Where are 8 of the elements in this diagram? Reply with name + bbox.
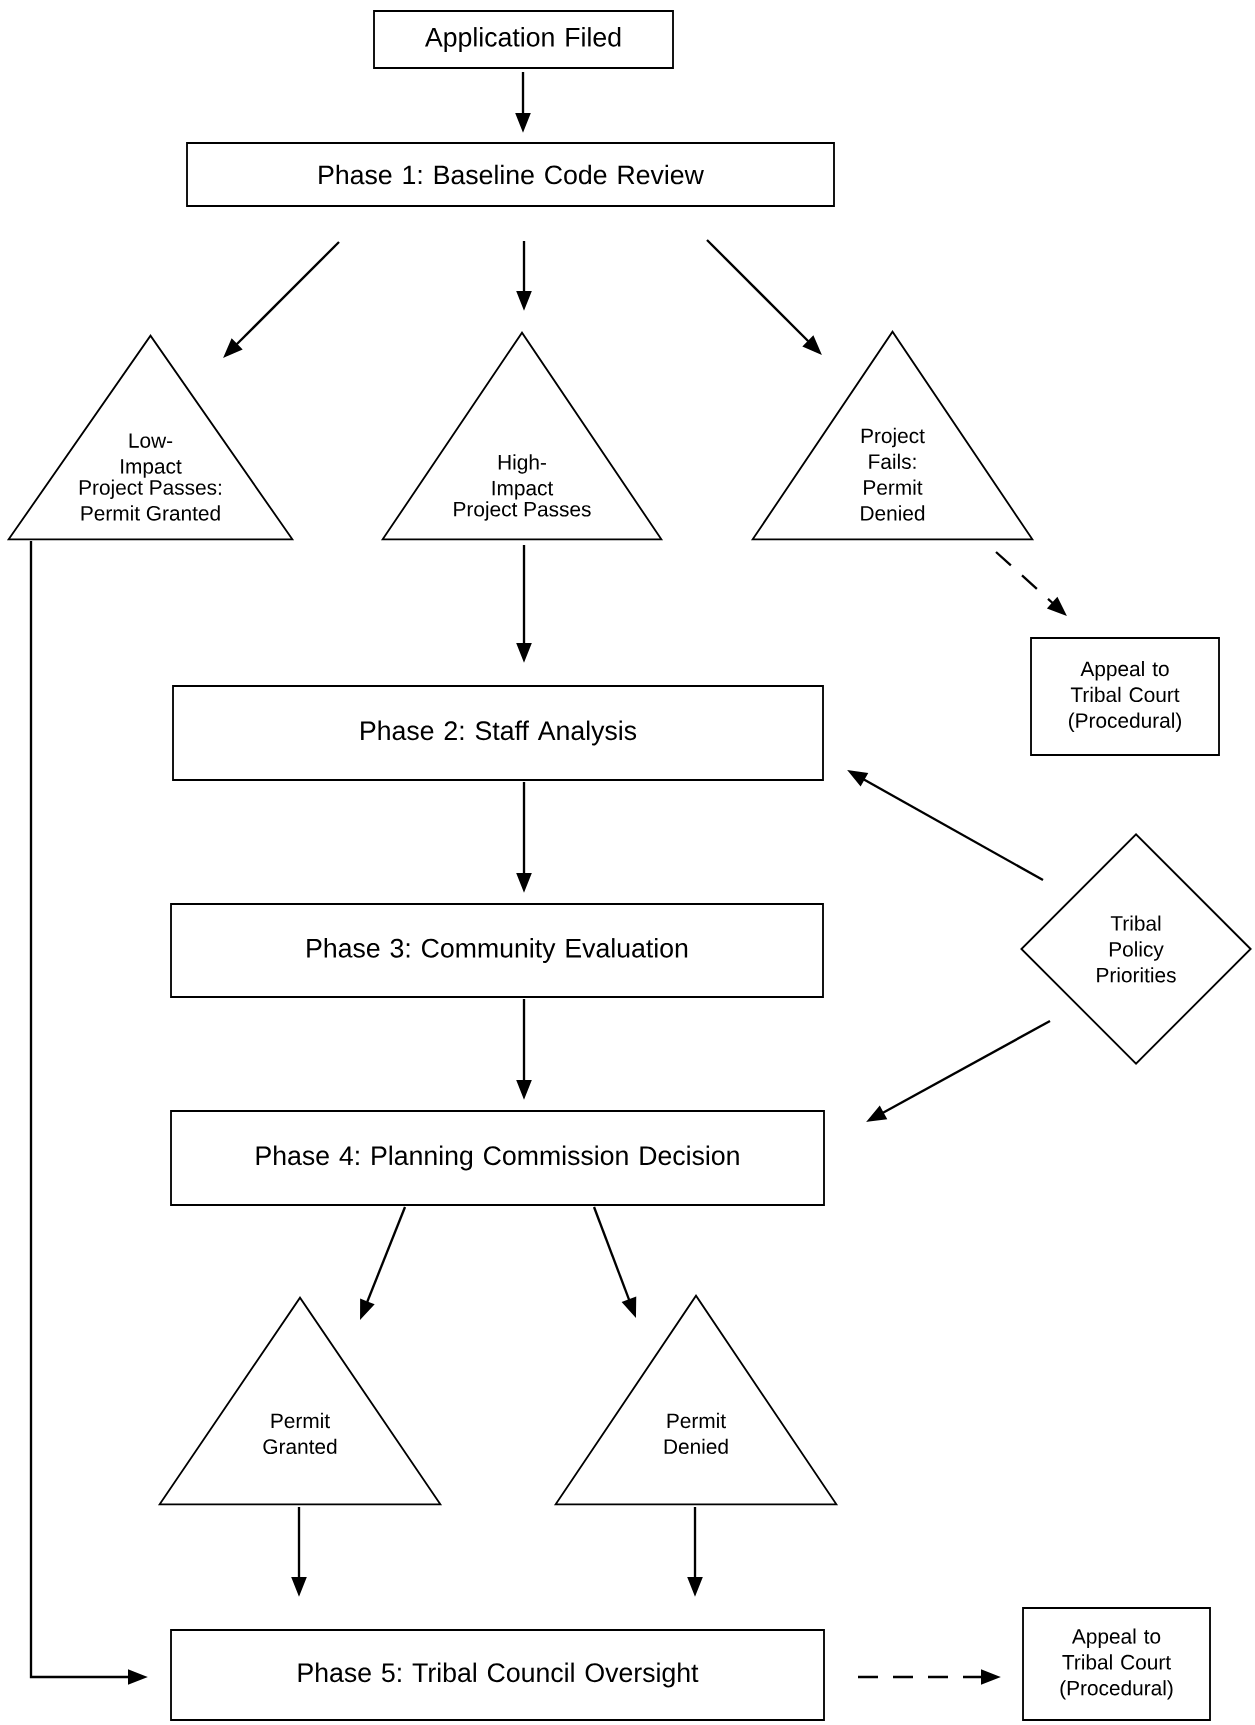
process-box: Appeal to Tribal Court (Procedural) — [1022, 1607, 1211, 1721]
process-box: Phase 4: Planning Commission Decision — [170, 1110, 825, 1206]
process-box: Phase 1: Baseline Code Review — [186, 142, 835, 207]
process-box: Application Filed — [373, 10, 674, 69]
process-box: Appeal to Tribal Court (Procedural) — [1030, 637, 1220, 756]
process-box: Phase 2: Staff Analysis — [172, 685, 824, 781]
process-box: Phase 5: Tribal Council Oversight — [170, 1629, 825, 1721]
process-box: Phase 3: Community Evaluation — [170, 903, 824, 998]
